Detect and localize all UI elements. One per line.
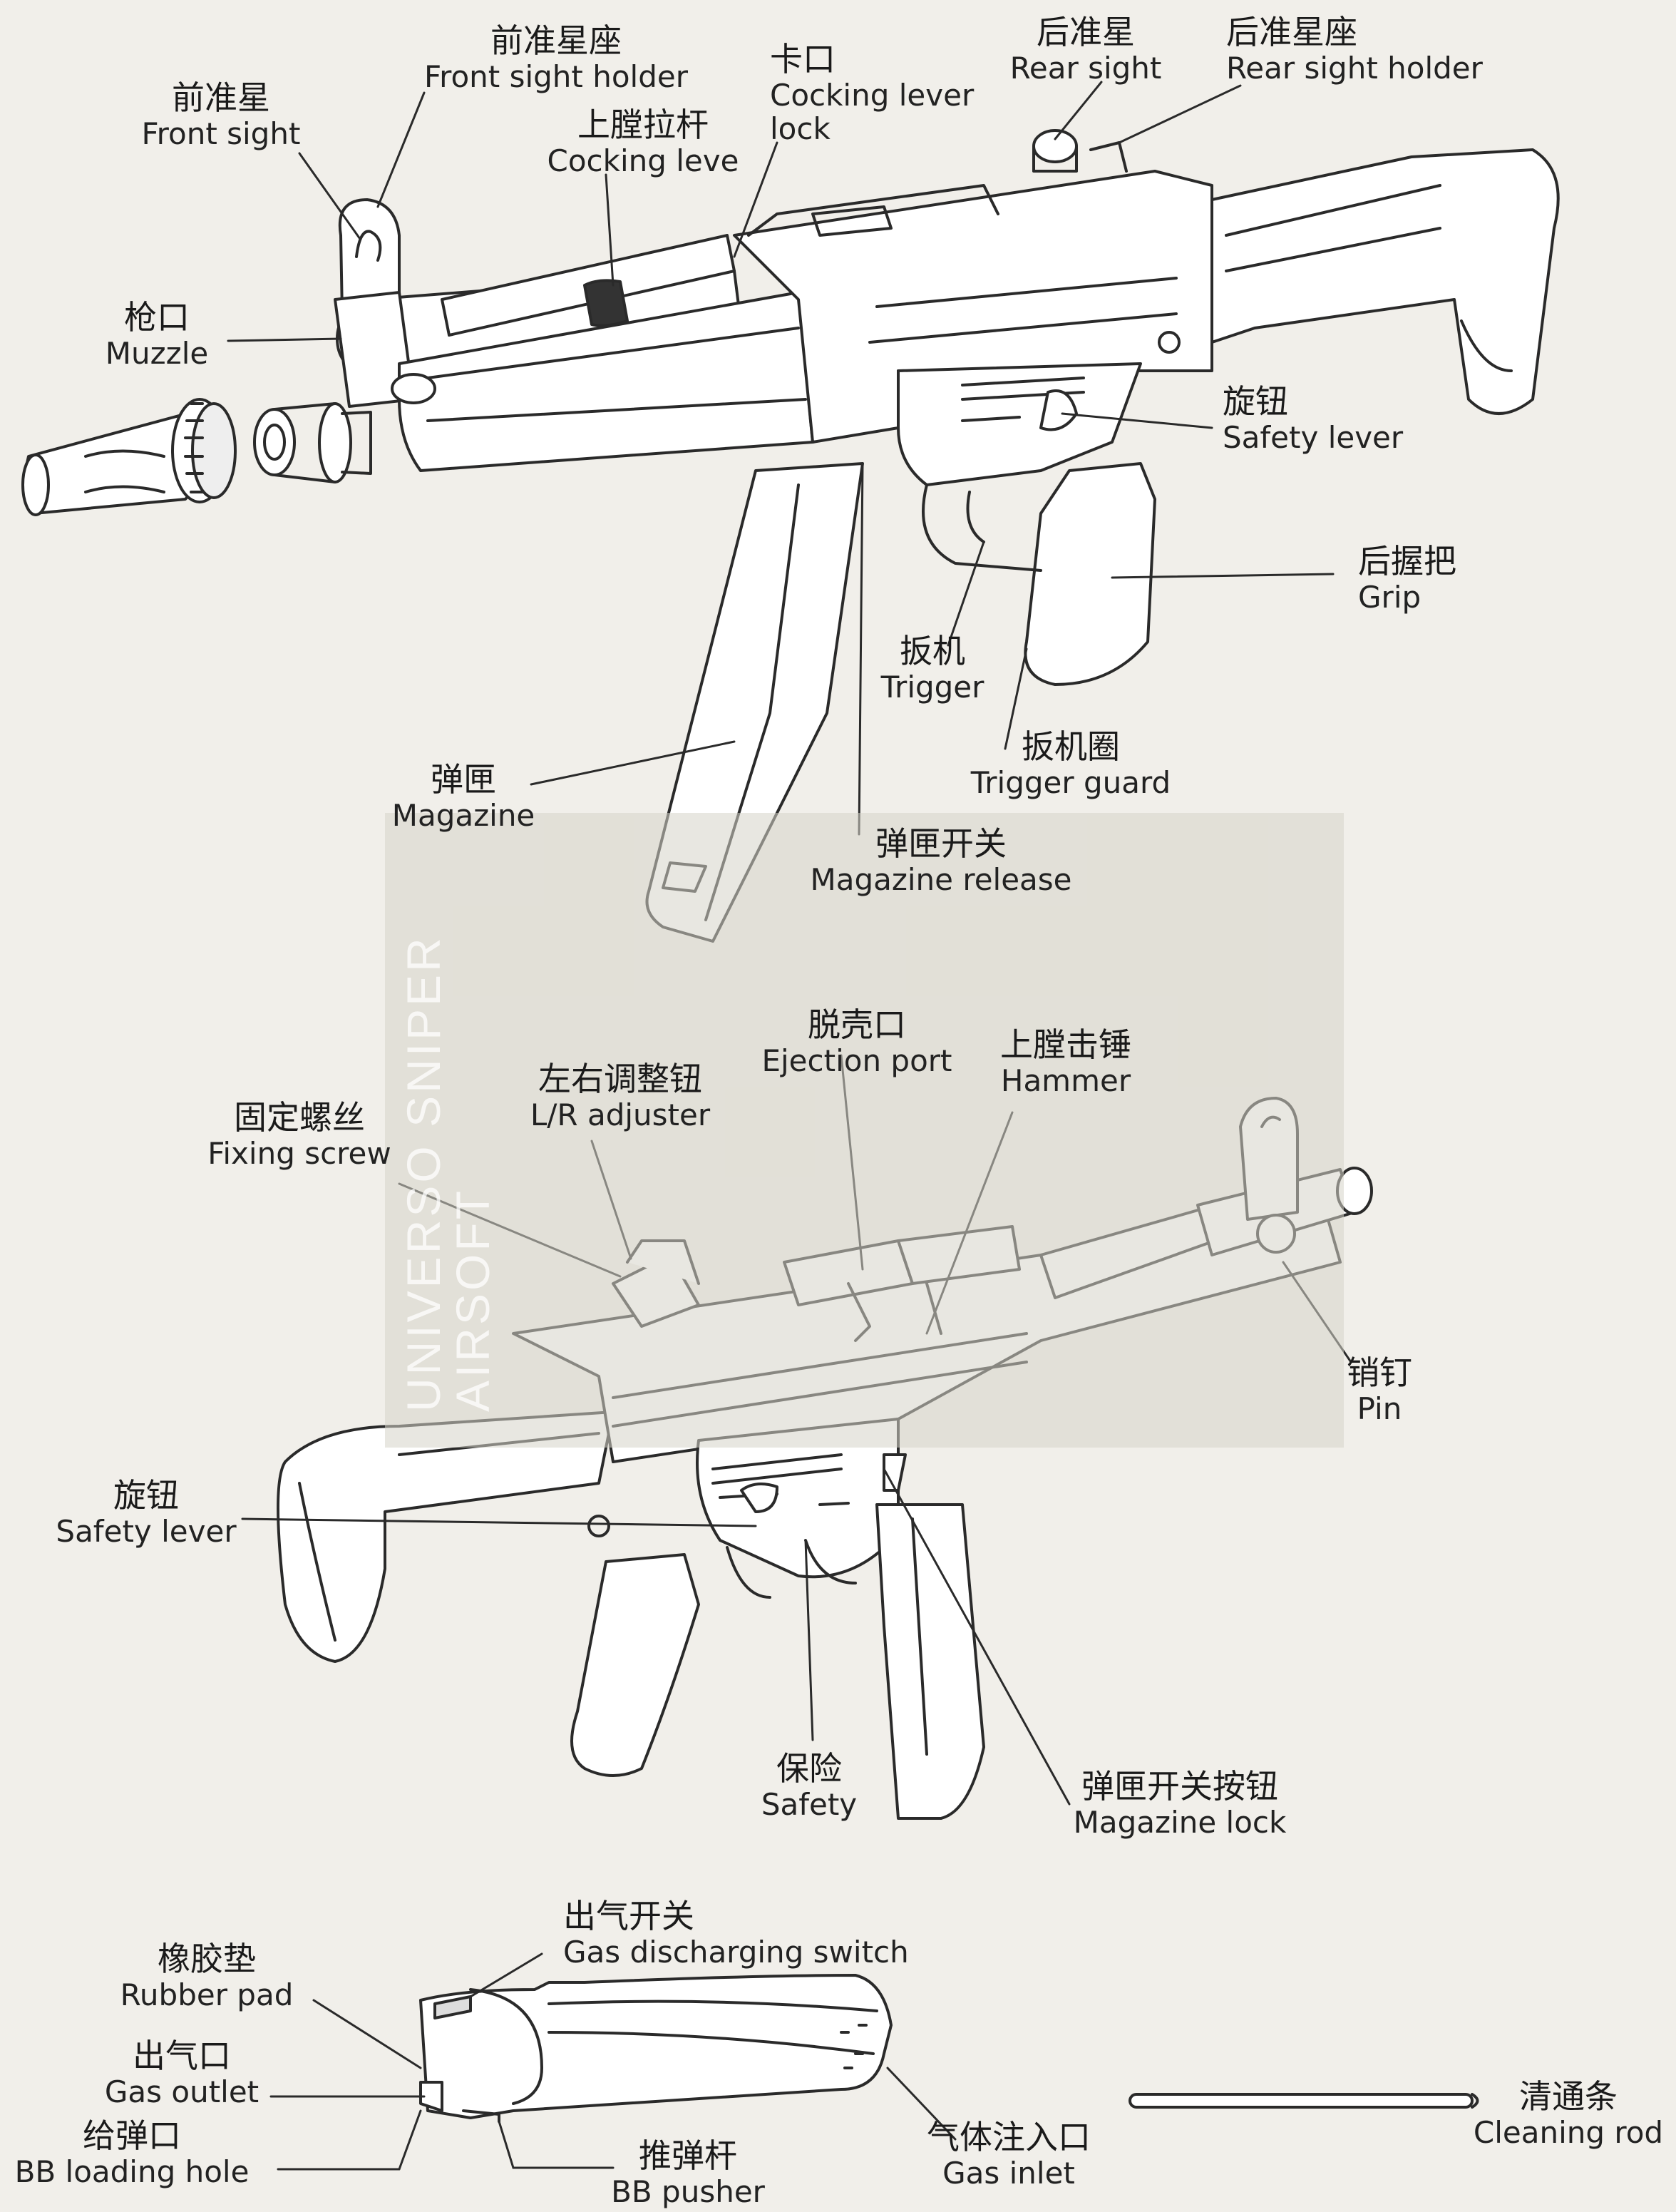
label-lr-adjuster: 左右调整钮 L/R adjuster <box>530 1060 711 1132</box>
label-cn: 给弹口 <box>83 2116 181 2155</box>
watermark-text: UNIVERSO SNIPER AIRSOFT <box>397 935 500 1412</box>
label-en: Trigger guard <box>970 764 1171 800</box>
label-cn: 前准星 <box>171 78 270 117</box>
label-en: Muzzle <box>105 335 209 371</box>
label-cn: 脱壳口 <box>807 1005 906 1044</box>
label-en: Grip <box>1358 579 1421 615</box>
label-cn: 出气口 <box>133 2037 231 2075</box>
label-cn: 出气开关 <box>563 1897 694 1935</box>
label-fixing-screw: 固定螺丝 Fixing screw <box>207 1098 391 1171</box>
label-cn: 弹匣 <box>430 760 496 799</box>
label-gas-inlet: 气体注入口 Gas inlet <box>927 2118 1091 2191</box>
label-en: Magazine lock <box>1073 1804 1287 1840</box>
watermark-photo-region <box>385 813 1344 1448</box>
label-en: Gas inlet <box>942 2155 1075 2191</box>
label-en: Trigger <box>880 669 984 705</box>
label-cn: 推弹杆 <box>639 2136 737 2175</box>
label-rear-sight-holder: 后准星座 Rear sight holder <box>1226 13 1483 86</box>
label-muzzle: 枪口 Muzzle <box>105 298 209 371</box>
label-en: L/R adjuster <box>530 1097 711 1132</box>
label-en: Hammer <box>1000 1063 1131 1098</box>
label-en: Safety <box>761 1786 858 1822</box>
cleaning-rod-drawing <box>1129 2093 1479 2109</box>
label-cn: 卡口 <box>770 40 836 78</box>
label-magazine-lock: 弹匣开关按钮 Magazine lock <box>1073 1767 1287 1840</box>
label-en: Ejection port <box>761 1043 952 1078</box>
label-cn: 弹匣开关 <box>875 824 1007 863</box>
label-cn: 弹匣开关按钮 <box>1081 1767 1278 1806</box>
label-cleaning-rod: 清通条 Cleaning rod <box>1473 2077 1664 2150</box>
label-cn: 前准星座 <box>490 21 622 60</box>
label-en: Rear sight <box>1009 50 1162 86</box>
top-gun-drawing <box>21 129 1560 943</box>
label-en: Rubber pad <box>120 1977 294 2012</box>
label-cn: 后握把 <box>1358 542 1456 580</box>
label-cn: 清通条 <box>1518 2077 1618 2116</box>
label-en: Front sight holder <box>424 58 688 94</box>
label-cn: 旋钮 <box>1223 382 1288 421</box>
label-en: Cocking lever <box>770 77 975 113</box>
label-en: Pin <box>1357 1391 1402 1426</box>
label-hammer: 上膛击锤 Hammer <box>1000 1025 1131 1098</box>
magazine-drawing <box>419 1974 893 2123</box>
label-en: Magazine release <box>810 861 1072 897</box>
label-en: Gas discharging switch <box>563 1934 909 1970</box>
label-gas-outlet: 出气口 Gas outlet <box>104 2037 259 2109</box>
label-cn: 左右调整钮 <box>538 1060 702 1098</box>
label-cn: 上膛拉杆 <box>577 106 709 144</box>
label-grip: 后握把 Grip <box>1358 542 1456 615</box>
label-en: BB pusher <box>611 2173 765 2209</box>
label-gas-discharging-switch: 出气开关 Gas discharging switch <box>563 1897 909 1970</box>
label-cn: 上膛击锤 <box>1000 1025 1131 1064</box>
label-cn: 后准星 <box>1036 13 1135 51</box>
muzzle-adapter <box>253 402 372 483</box>
label-bb-pusher: 推弹杆 BB pusher <box>611 2136 765 2209</box>
label-cn: 气体注入口 <box>927 2118 1091 2156</box>
label-rubber-pad: 橡胶垫 Rubber pad <box>120 1940 294 2012</box>
label-cocking-lever-lock: 卡口 Cocking lever lock <box>770 41 974 145</box>
label-cocking-lever: 上膛拉杆 Cocking leve <box>547 106 739 178</box>
label-en: Fixing screw <box>207 1135 391 1171</box>
label-cn: 保险 <box>776 1749 842 1788</box>
label-cn: 销钉 <box>1347 1353 1412 1392</box>
label-cn: 扳机 <box>899 632 965 670</box>
label-front-sight: 前准星 Front sight <box>141 78 301 151</box>
label-en: lock <box>770 111 831 146</box>
label-en: BB loading hole <box>14 2154 250 2189</box>
label-cn: 扳机圈 <box>1022 727 1120 766</box>
label-safety-lever-top: 旋钮 Safety lever <box>1223 382 1404 455</box>
label-trigger-guard: 扳机圈 Trigger guard <box>970 727 1171 800</box>
label-trigger: 扳机 Trigger <box>880 632 984 705</box>
flash-hider <box>21 398 237 516</box>
label-magazine-release: 弹匣开关 Magazine release <box>810 824 1072 897</box>
label-cn: 橡胶垫 <box>157 1940 256 1978</box>
label-en: Cleaning rod <box>1473 2114 1664 2150</box>
label-en: Gas outlet <box>104 2074 259 2109</box>
label-en: Cocking leve <box>547 143 739 178</box>
label-cn: 后准星座 <box>1226 13 1357 51</box>
label-cn: 旋钮 <box>113 1476 179 1515</box>
watermark-line-1: UNIVERSO SNIPER <box>397 935 450 1412</box>
label-en: Magazine <box>391 797 535 833</box>
label-cn: 固定螺丝 <box>234 1098 365 1137</box>
label-en: Safety lever <box>56 1513 237 1549</box>
label-safety-lever-bottom: 旋钮 Safety lever <box>56 1476 237 1549</box>
label-pin: 销钉 Pin <box>1347 1353 1412 1426</box>
label-front-sight-holder: 前准星座 Front sight holder <box>424 21 688 94</box>
label-safety: 保险 Safety <box>761 1749 858 1822</box>
label-magazine: 弹匣 Magazine <box>391 760 535 833</box>
label-bb-loading-hole: 给弹口 BB loading hole <box>14 2116 250 2189</box>
label-ejection-port: 脱壳口 Ejection port <box>761 1005 952 1078</box>
label-en: Rear sight holder <box>1226 50 1483 86</box>
label-cn: 枪口 <box>124 298 190 337</box>
label-rear-sight: 后准星 Rear sight <box>1009 13 1162 86</box>
label-en: Front sight <box>141 116 301 151</box>
watermark-line-2: AIRSOFT <box>446 1187 500 1412</box>
label-en: Safety lever <box>1223 419 1404 455</box>
